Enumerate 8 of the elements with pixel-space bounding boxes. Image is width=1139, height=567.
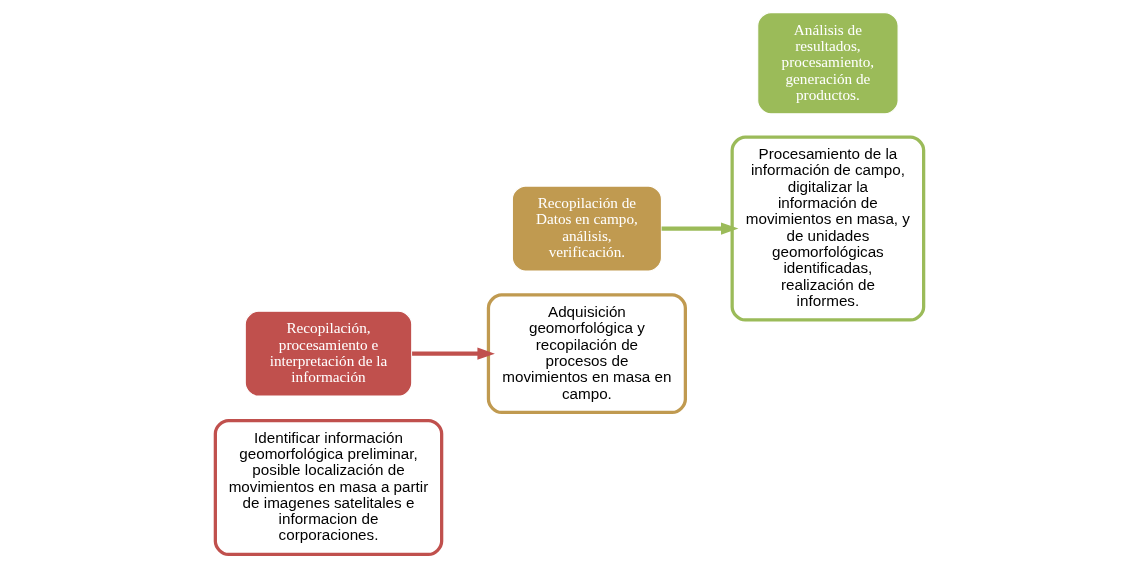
node-box: Recopilación de Datos en campo, análisis, verificación. bbox=[511, 185, 662, 272]
node-box: Procesamiento de la información de campo, digitalizar la información de movimientos en masa, y de unidades geomorfológicas identificadas, realización de informes. bbox=[730, 135, 926, 322]
node-box: Análisis de resultados, procesamiento, generación de productos. bbox=[757, 12, 899, 115]
node-box: Adquisición geomorfológica y recopilación de procesos de movimientos en masa en campo. bbox=[486, 293, 687, 415]
arrow bbox=[412, 347, 495, 360]
arrow bbox=[661, 222, 739, 235]
node-box: Identificar información geomorfológica preliminar, posible localización de movimientos en masa a partir de imagenes satelitales e informacion de corporaciones. bbox=[213, 418, 444, 557]
node-box: Recopilación, procesamiento e interpretación de la información bbox=[244, 310, 413, 397]
